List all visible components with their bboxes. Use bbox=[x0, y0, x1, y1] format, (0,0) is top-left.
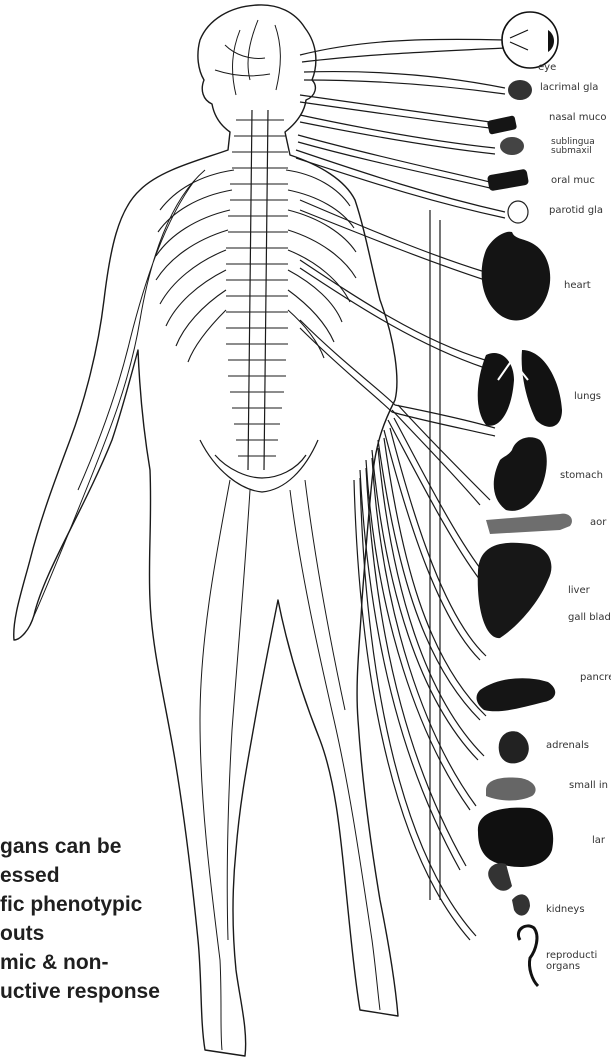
stomach-organ bbox=[494, 437, 547, 511]
heart-organ bbox=[482, 232, 551, 321]
ribs-right bbox=[286, 170, 356, 358]
label-lacrimal: lacrimal gla bbox=[540, 82, 598, 93]
small-intestine-organ bbox=[486, 778, 536, 801]
lacrimal-gland bbox=[508, 80, 532, 100]
label-parotid: parotid gla bbox=[549, 205, 603, 216]
label-small-intestine: small in bbox=[569, 780, 608, 791]
label-nasal: nasal muco bbox=[549, 112, 606, 123]
organs bbox=[477, 12, 572, 986]
kidneys-organ bbox=[488, 863, 530, 915]
label-liver: liver bbox=[568, 585, 590, 596]
nerve-fibers bbox=[296, 39, 505, 940]
overlay-line-2: essed bbox=[0, 861, 160, 890]
aorta-organ bbox=[486, 514, 572, 534]
label-reproductive-1: reproducti bbox=[546, 950, 597, 961]
label-reproductive-2: organs bbox=[546, 961, 580, 972]
nasal-mucosa bbox=[487, 115, 517, 135]
lungs-organ bbox=[478, 350, 562, 427]
overlay-line-6: uctive response bbox=[0, 977, 160, 1006]
liver-organ bbox=[478, 543, 552, 638]
label-pancreas: pancre bbox=[580, 672, 611, 683]
label-kidneys: kidneys bbox=[546, 904, 585, 915]
overlay-line-1: gans can be bbox=[0, 832, 160, 861]
head-nerves bbox=[215, 20, 280, 95]
spinal-column bbox=[226, 110, 288, 470]
pelvis bbox=[200, 440, 318, 492]
adrenals-organ bbox=[499, 731, 529, 763]
large-intestine-organ bbox=[478, 808, 553, 867]
leg-nerves bbox=[200, 480, 380, 1050]
label-heart: heart bbox=[564, 280, 591, 291]
label-gallbladder: gall blad bbox=[568, 612, 611, 623]
ribs-left bbox=[156, 170, 234, 362]
label-eye: eye bbox=[538, 62, 556, 73]
label-oral: oral muc bbox=[551, 175, 595, 186]
label-large-intestine: lar bbox=[592, 835, 605, 846]
label-stomach: stomach bbox=[560, 470, 603, 481]
label-aorta: aor bbox=[590, 517, 606, 528]
reproductive-organ bbox=[518, 926, 538, 986]
overlay-line-5: mic & non- bbox=[0, 948, 160, 977]
label-lungs: lungs bbox=[574, 391, 601, 402]
overlay-text-block: gans can be essed fic phenotypic outs mi… bbox=[0, 832, 160, 1006]
label-sublingual-2: submaxil bbox=[551, 146, 592, 156]
parotid-gland bbox=[508, 201, 528, 223]
pancreas-organ bbox=[477, 678, 556, 711]
label-adrenals: adrenals bbox=[546, 740, 589, 751]
overlay-line-4: outs bbox=[0, 919, 160, 948]
oral-mucosa bbox=[487, 169, 529, 192]
overlay-line-3: fic phenotypic bbox=[0, 890, 160, 919]
sublingual-gland bbox=[500, 137, 524, 155]
